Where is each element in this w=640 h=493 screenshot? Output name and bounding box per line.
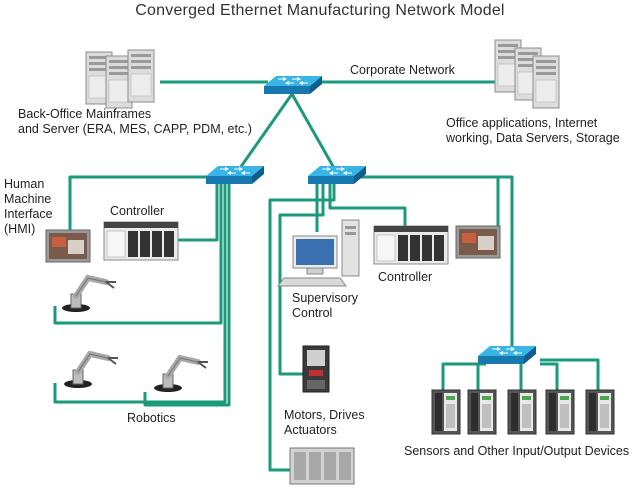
core-network-switch-icon bbox=[263, 75, 323, 95]
controller-left-label: Controller bbox=[110, 204, 165, 218]
controller-left-plc-icon bbox=[103, 221, 179, 261]
io-module-icons bbox=[431, 389, 615, 435]
office-applications-label: Office applications, Internet working, D… bbox=[446, 116, 620, 145]
sensors-io-label: Sensors and Other Input/Output Devices bbox=[404, 444, 630, 458]
office-server-rack-icon bbox=[494, 39, 560, 109]
io-network-switch-icon bbox=[477, 345, 537, 365]
robot-arm-top-icon bbox=[62, 278, 116, 312]
robot-arm-bottom-right-icon bbox=[154, 358, 208, 392]
hmi-label: Human Machine Interface (HMI) bbox=[4, 177, 53, 236]
diagram-title: Converged Ethernet Manufacturing Network… bbox=[135, 2, 505, 19]
supervisory-control-label: Supervisory Control bbox=[292, 291, 358, 320]
motors-drives-label: Motors, Drives Actuators bbox=[284, 408, 365, 437]
robot-arm-bottom-left-icon bbox=[64, 354, 118, 388]
motor-drive-icon bbox=[302, 345, 330, 393]
distributed-io-block-icon bbox=[289, 447, 355, 485]
robotics-label: Robotics bbox=[127, 411, 176, 425]
left-network-switch-icon bbox=[205, 165, 265, 185]
network-links bbox=[53, 80, 600, 472]
hmi-panel-right-icon bbox=[455, 225, 501, 259]
controller-right-label: Controller bbox=[378, 270, 433, 284]
center-network-switch-icon bbox=[307, 165, 367, 185]
corporate-network-label: Corporate Network bbox=[350, 63, 455, 77]
back-office-label: Back-Office Mainframes and Server (ERA, … bbox=[18, 107, 252, 136]
back-office-server-rack-icon bbox=[85, 49, 155, 109]
supervisory-workstation-icon bbox=[277, 219, 360, 287]
controller-right-plc-icon bbox=[373, 225, 449, 265]
